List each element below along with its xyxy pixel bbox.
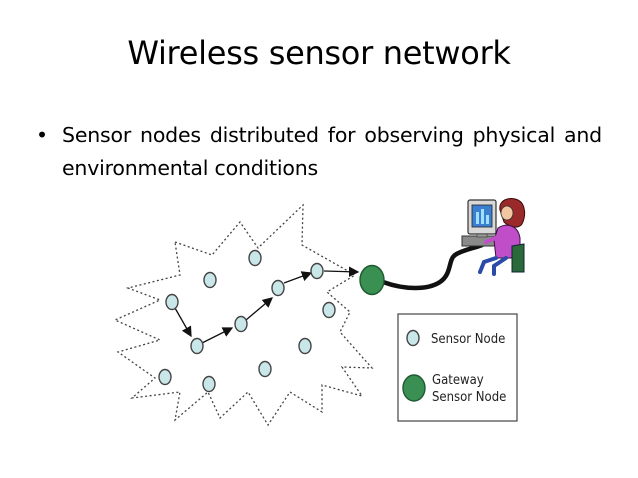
legend-sensor-label: Sensor Node [431, 332, 505, 347]
data-path [174, 266, 360, 344]
sensor-node [310, 262, 324, 280]
bullet-point: • Sensor nodes distributed for observing… [36, 119, 602, 185]
sensor-node [202, 375, 216, 393]
sensor-node [158, 368, 172, 386]
sensor-node [271, 279, 285, 297]
sensor-node [298, 337, 312, 355]
workstation-user-icon [461, 197, 526, 276]
legend: Sensor Node Gateway Sensor Node [397, 313, 518, 422]
sensor-node [322, 301, 336, 319]
sensor-node [165, 293, 179, 311]
sensor-node [248, 249, 262, 267]
legend-gateway-label-line1: Gateway [432, 373, 484, 388]
sensor-node [258, 360, 272, 378]
bullet-text: Sensor nodes distributed for observing p… [62, 123, 602, 180]
sensor-node [234, 315, 248, 333]
sensor-field-boundary [113, 203, 374, 427]
sensor-node [203, 271, 217, 289]
slide-title: Wireless sensor network [127, 34, 511, 72]
legend-sensor-icon [406, 329, 420, 347]
sensor-node [190, 337, 204, 355]
legend-gateway-label-line2: Sensor Node [432, 390, 506, 405]
legend-gateway-icon [402, 374, 426, 402]
gateway-cable [380, 242, 485, 291]
bullet-dot: • [36, 123, 48, 147]
sensor-nodes [158, 249, 336, 393]
gateway-node [359, 264, 385, 296]
